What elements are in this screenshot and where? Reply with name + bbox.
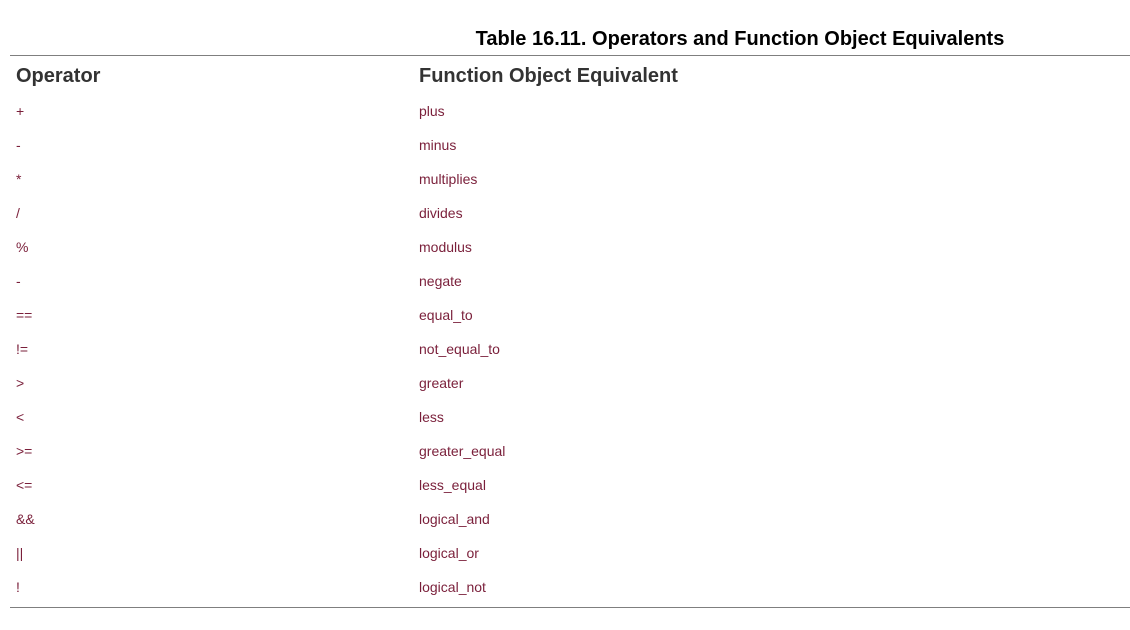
table-row: - negate [10,264,1130,298]
table-row: >= greater_equal [10,434,1130,468]
table-row: - minus [10,128,1130,162]
operator-cell: + [16,103,25,119]
function-cell: divides [419,205,463,221]
table-caption-text: Table 16.11. Operators and Function Obje… [475,28,1005,50]
operator-cell: - [16,137,21,153]
function-cell: logical_or [419,545,479,561]
function-cell: greater_equal [419,443,506,459]
function-cell: greater [419,375,464,391]
function-cell: logical_not [419,579,486,595]
column-header-operator: Operator [16,64,101,87]
function-cell: less [419,409,444,425]
function-cell: plus [419,103,445,119]
operator-cell: == [16,307,33,323]
table-row: && logical_and [10,502,1130,536]
operator-cell: - [16,273,21,289]
table-caption: Table 16.11. Operators and Function Obje… [10,28,1130,51]
table-row: == equal_to [10,298,1130,332]
column-header-function: Function Object Equivalent [419,64,678,87]
table-row: > greater [10,366,1130,400]
table-row: != not_equal_to [10,332,1130,366]
function-cell: not_equal_to [419,341,500,357]
function-cell: equal_to [419,307,473,323]
operator-cell: < [16,409,25,425]
function-cell: less_equal [419,477,486,493]
table-row: + plus [10,94,1130,128]
function-cell: multiplies [419,171,478,187]
function-cell: modulus [419,239,472,255]
operator-cell: != [16,341,29,357]
table-bottom-rule [10,607,1130,608]
table-row: * multiplies [10,162,1130,196]
operator-cell: * [16,171,22,187]
operators-table: Operator Function Object Equivalent + pl… [10,58,1130,604]
operator-cell: % [16,239,29,255]
operator-cell: >= [16,443,33,459]
table-row: / divides [10,196,1130,230]
table-row: % modulus [10,230,1130,264]
table-row: <= less_equal [10,468,1130,502]
function-cell: logical_and [419,511,490,527]
operator-cell: ! [16,579,20,595]
table-row: ! logical_not [10,570,1130,604]
table-top-rule [10,55,1130,56]
table-row: || logical_or [10,536,1130,570]
function-cell: minus [419,137,457,153]
operator-cell: <= [16,477,33,493]
table-row: < less [10,400,1130,434]
operator-cell: || [16,545,24,561]
operator-cell: > [16,375,25,391]
operator-cell: / [16,205,20,221]
operator-cell: && [16,511,35,527]
function-cell: negate [419,273,462,289]
table-header-row: Operator Function Object Equivalent [10,58,1130,94]
